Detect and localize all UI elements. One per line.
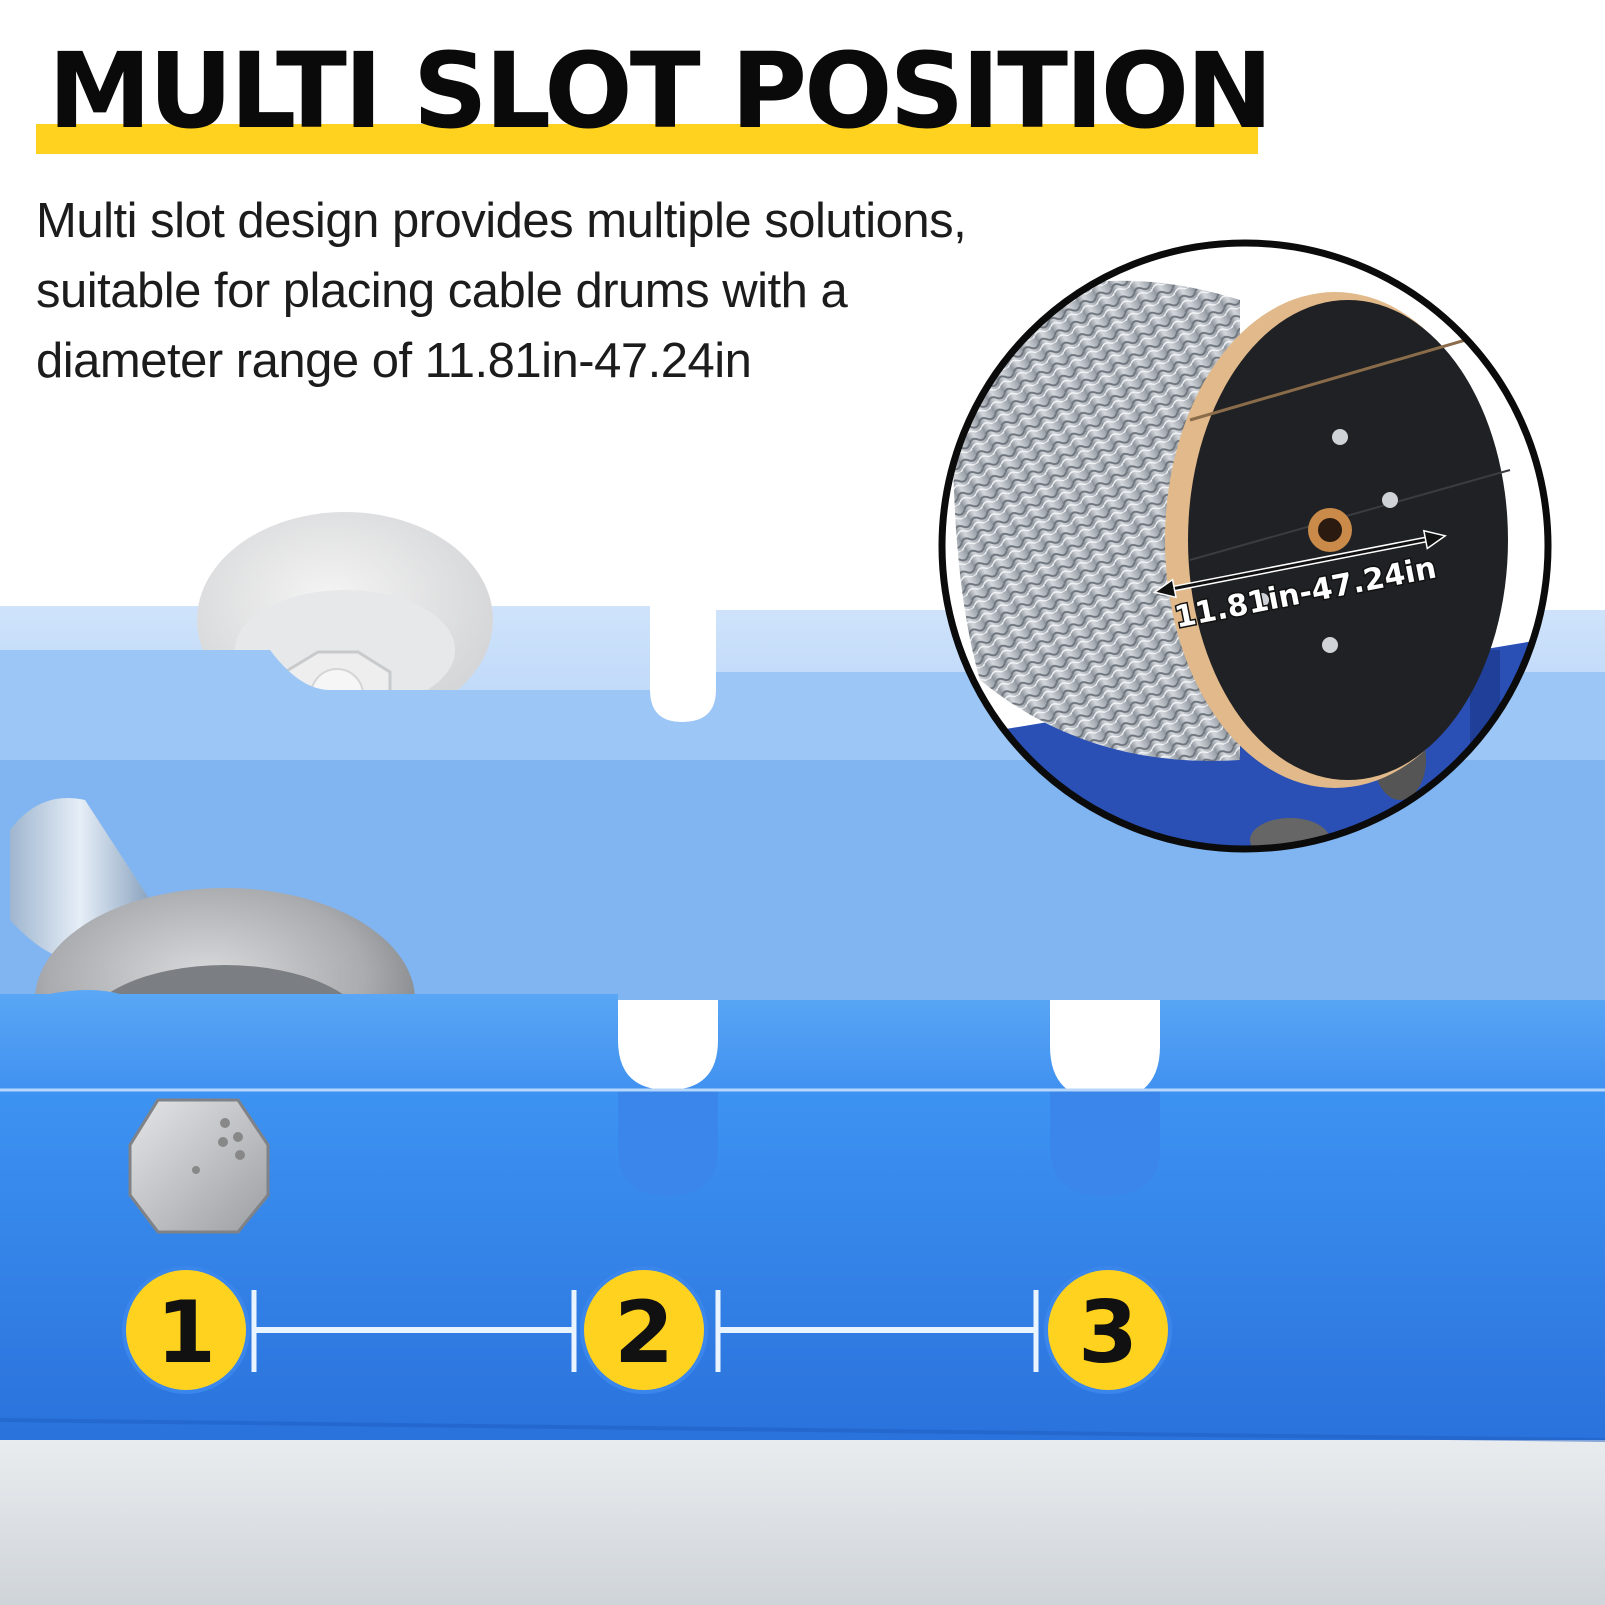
cable-drum-inset: 11.81in-47.24in [938,239,1552,853]
headline-block: MULTI SLOT POSITION [36,32,1273,156]
front-bolt [128,1098,270,1234]
slot-marker-2-label: 2 [614,1283,674,1383]
slot-marker-2: 2 [580,1266,708,1394]
front-rail [0,990,1605,1442]
slot-marker-1-label: 1 [156,1283,216,1383]
headline-highlight-bar [36,124,1258,154]
slot-marker-3: 3 [1044,1266,1172,1394]
page-title: MULTI SLOT POSITION [48,30,1273,152]
slot-marker-1: 1 [122,1266,250,1394]
slot-marker-3-label: 3 [1078,1283,1138,1383]
feature-description: Multi slot design provides multiple solu… [36,194,967,388]
slot-scale [251,1290,1039,1372]
